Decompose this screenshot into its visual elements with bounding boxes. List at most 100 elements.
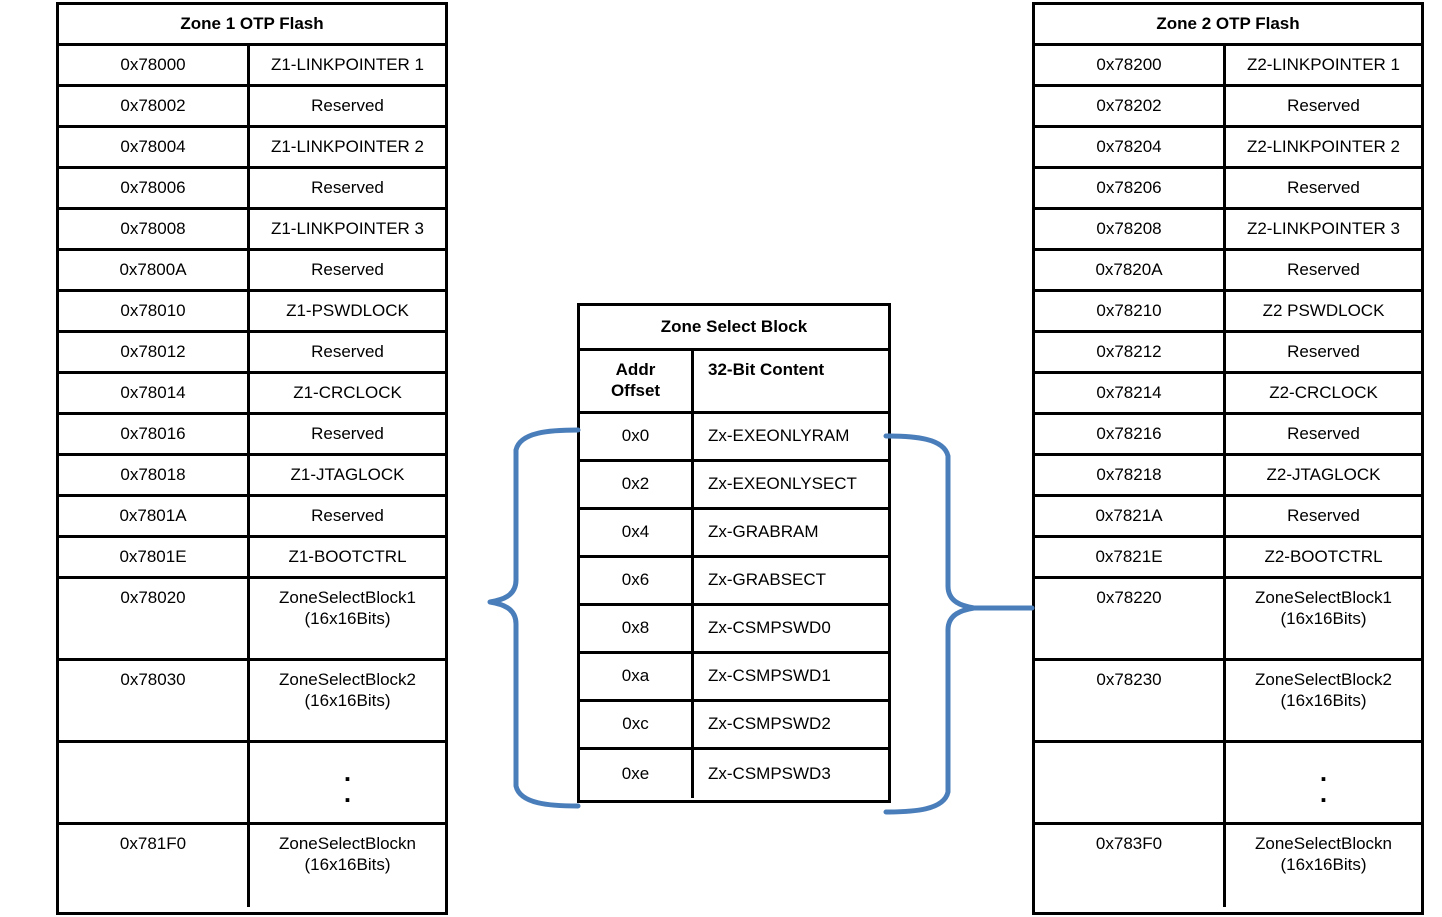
vertical-ellipsis-icon: .. — [343, 756, 352, 808]
content-cell: Reserved — [311, 177, 384, 197]
address-cell: 0x783F0 — [1035, 825, 1226, 907]
content-cell: Reserved — [1287, 177, 1360, 197]
content-cell: ZoneSelectBlock2(16x16Bits) — [1254, 670, 1393, 710]
address-cell: 0xa — [580, 654, 694, 699]
address-cell: 0x78202 — [1035, 87, 1226, 125]
table-row: 0x78204 Z2-LINKPOINTER 2 — [1035, 128, 1421, 169]
address-cell: 0x4 — [580, 510, 694, 555]
table-row: 0xe Zx-CSMPSWD3 — [580, 750, 888, 798]
table-row: 0x7821A Reserved — [1035, 497, 1421, 538]
address-cell: 0x78008 — [59, 210, 250, 248]
address-cell: 0x8 — [580, 606, 694, 651]
table-row: 0x78216 Reserved — [1035, 415, 1421, 456]
content-cell: Reserved — [311, 95, 384, 115]
content-cell: Z1-LINKPOINTER 1 — [270, 54, 425, 74]
table-row: 0x78206 Reserved — [1035, 169, 1421, 210]
table-row: 0x78014 Z1-CRCLOCK — [59, 374, 445, 415]
content-cell: Reserved — [311, 259, 384, 279]
right-brace-path — [883, 433, 977, 815]
content-cell: ZoneSelectBlock2(16x16Bits) — [278, 670, 417, 710]
content-cell: Reserved — [1287, 259, 1360, 279]
table-row: 0x8 Zx-CSMPSWD0 — [580, 606, 888, 654]
table-row: 0x78230 ZoneSelectBlock2(16x16Bits) — [1035, 661, 1421, 743]
content-cell: ZoneSelectBlock1(16x16Bits) — [1254, 588, 1393, 628]
content-cell: Zx-EXEONLYSECT — [708, 474, 857, 494]
address-cell: 0x7821E — [1035, 538, 1226, 576]
content-cell: .. — [1226, 743, 1421, 822]
content-cell: Z1-LINKPOINTER 2 — [270, 136, 425, 156]
address-cell: 0x78018 — [59, 456, 250, 494]
content-cell: Zx-GRABSECT — [708, 570, 827, 590]
content-cell: Reserved — [311, 341, 384, 361]
address-cell: 0x781F0 — [59, 825, 250, 907]
address-cell: 0x78000 — [59, 46, 250, 84]
address-cell: 0x2 — [580, 462, 694, 507]
content-cell: Reserved — [1287, 423, 1360, 443]
address-cell: 0x78204 — [1035, 128, 1226, 166]
table-row: 0x78000 Z1-LINKPOINTER 1 — [59, 46, 445, 87]
table-row: 0xc Zx-CSMPSWD2 — [580, 702, 888, 750]
content-cell: ZoneSelectBlockn(16x16Bits) — [1254, 834, 1393, 874]
address-cell: 0x78010 — [59, 292, 250, 330]
vertical-ellipsis-icon: .. — [1319, 756, 1328, 808]
table-row: 0x78030 ZoneSelectBlock2(16x16Bits) — [59, 661, 445, 743]
address-cell: 0x78216 — [1035, 415, 1226, 453]
address-cell: 0x78030 — [59, 661, 250, 740]
table-row: 0x78016 Reserved — [59, 415, 445, 456]
table-row: 0x78200 Z2-LINKPOINTER 1 — [1035, 46, 1421, 87]
table-row: 0x0 Zx-EXEONLYRAM — [580, 414, 888, 462]
address-cell: 0xe — [580, 750, 694, 798]
table-row: 0x78002 Reserved — [59, 87, 445, 128]
content-cell: Z2-LINKPOINTER 2 — [1246, 136, 1401, 156]
zone2-table-title: Zone 2 OTP Flash — [1035, 5, 1421, 46]
address-cell: 0x78230 — [1035, 661, 1226, 740]
address-cell: 0x78218 — [1035, 456, 1226, 494]
table-row: 0x4 Zx-GRABRAM — [580, 510, 888, 558]
table-row: 0xa Zx-CSMPSWD1 — [580, 654, 888, 702]
content-cell: Z2-JTAGLOCK — [1266, 464, 1381, 484]
table-row: 0x7801E Z1-BOOTCTRL — [59, 538, 445, 579]
address-cell: 0x78220 — [1035, 579, 1226, 658]
address-cell: 0x6 — [580, 558, 694, 603]
table-row: 0x78202 Reserved — [1035, 87, 1421, 128]
content-cell: Z1-BOOTCTRL — [288, 546, 407, 566]
address-cell: 0x78006 — [59, 169, 250, 207]
zone-select-block-title: Zone Select Block — [580, 306, 888, 351]
content-cell: Zx-CSMPSWD0 — [708, 618, 831, 638]
content-cell: Reserved — [1287, 505, 1360, 525]
content-cell: Zx-CSMPSWD1 — [708, 666, 831, 686]
content-cell: Zx-CSMPSWD2 — [708, 714, 831, 734]
table-row: 0x2 Zx-EXEONLYSECT — [580, 462, 888, 510]
address-cell: 0x78214 — [1035, 374, 1226, 412]
table-row: 0x78214 Z2-CRCLOCK — [1035, 374, 1421, 415]
content-cell: Z2-LINKPOINTER 1 — [1246, 54, 1401, 74]
content-cell: Zx-CSMPSWD3 — [708, 763, 831, 783]
address-cell: 0x78206 — [1035, 169, 1226, 207]
address-cell: 0x78002 — [59, 87, 250, 125]
address-cell — [1035, 743, 1226, 822]
content-cell: Reserved — [1287, 95, 1360, 115]
content-cell: Reserved — [311, 423, 384, 443]
table-row: 0x781F0 ZoneSelectBlockn(16x16Bits) — [59, 825, 445, 907]
table-row: 0x78008 Z1-LINKPOINTER 3 — [59, 210, 445, 251]
content-cell: Reserved — [311, 505, 384, 525]
address-cell: 0x78208 — [1035, 210, 1226, 248]
table-row: 0x7820A Reserved — [1035, 251, 1421, 292]
table-row: 0x78012 Reserved — [59, 333, 445, 374]
address-cell: 0x7800A — [59, 251, 250, 289]
address-cell: 0x78014 — [59, 374, 250, 412]
left-brace-connector — [487, 427, 581, 809]
table-row: 0x78018 Z1-JTAGLOCK — [59, 456, 445, 497]
table-row: 0x7821E Z2-BOOTCTRL — [1035, 538, 1421, 579]
zone1-table-title: Zone 1 OTP Flash — [59, 5, 445, 46]
table-row: 0x78220 ZoneSelectBlock1(16x16Bits) — [1035, 579, 1421, 661]
table-row: 0x78010 Z1-PSWDLOCK — [59, 292, 445, 333]
content-cell: Z1-CRCLOCK — [293, 382, 402, 402]
content-cell: Z1-JTAGLOCK — [290, 464, 405, 484]
address-cell: 0x78212 — [1035, 333, 1226, 371]
table-row: 0x7801A Reserved — [59, 497, 445, 538]
content-cell: Zx-GRABRAM — [708, 522, 819, 542]
address-cell: 0x78016 — [59, 415, 250, 453]
content-cell: Z2 PSWDLOCK — [1262, 300, 1385, 320]
